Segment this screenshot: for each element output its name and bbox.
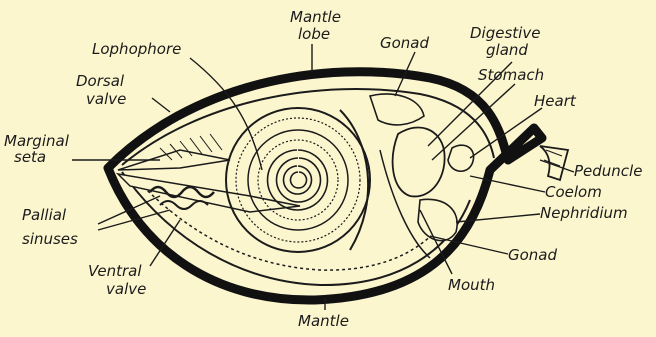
label-pallial-sinuses-1: Pallial bbox=[22, 206, 67, 224]
label-mantle-lobe-1: Mantle bbox=[290, 8, 341, 26]
nephridium-body bbox=[418, 199, 457, 240]
label-ventral-valve-2: valve bbox=[106, 280, 146, 298]
label-lophophore: Lophophore bbox=[92, 40, 181, 58]
label-mouth: Mouth bbox=[448, 276, 495, 294]
lophophore-spiral bbox=[226, 108, 370, 252]
label-mantle-lobe-2: lobe bbox=[298, 25, 330, 43]
label-gonad-bottom: Gonad bbox=[508, 246, 557, 264]
label-ventral-valve-1: Ventral bbox=[88, 262, 142, 280]
label-stomach: Stomach bbox=[478, 66, 544, 84]
mantle-wedge bbox=[118, 174, 300, 212]
peduncle-stub bbox=[540, 146, 568, 180]
label-mantle-bottom: Mantle bbox=[298, 312, 349, 330]
label-digestive-gland-1: Digestive bbox=[470, 24, 540, 42]
label-gonad-top: Gonad bbox=[380, 34, 429, 52]
label-digestive-gland-2: gland bbox=[486, 41, 528, 59]
label-marginal-seta-2: seta bbox=[14, 148, 46, 166]
digestive-gland-body bbox=[370, 94, 424, 125]
label-heart: Heart bbox=[534, 92, 577, 110]
label-peduncle: Peduncle bbox=[574, 162, 642, 180]
intestine-tube bbox=[340, 110, 368, 250]
label-coelom: Coelom bbox=[545, 183, 602, 201]
label-dorsal-valve-1: Dorsal bbox=[76, 72, 125, 90]
heart-body bbox=[448, 145, 474, 171]
label-dorsal-valve-2: valve bbox=[86, 90, 126, 108]
label-pallial-sinuses-2: sinuses bbox=[22, 230, 78, 248]
label-nephridium: Nephridium bbox=[540, 204, 628, 222]
